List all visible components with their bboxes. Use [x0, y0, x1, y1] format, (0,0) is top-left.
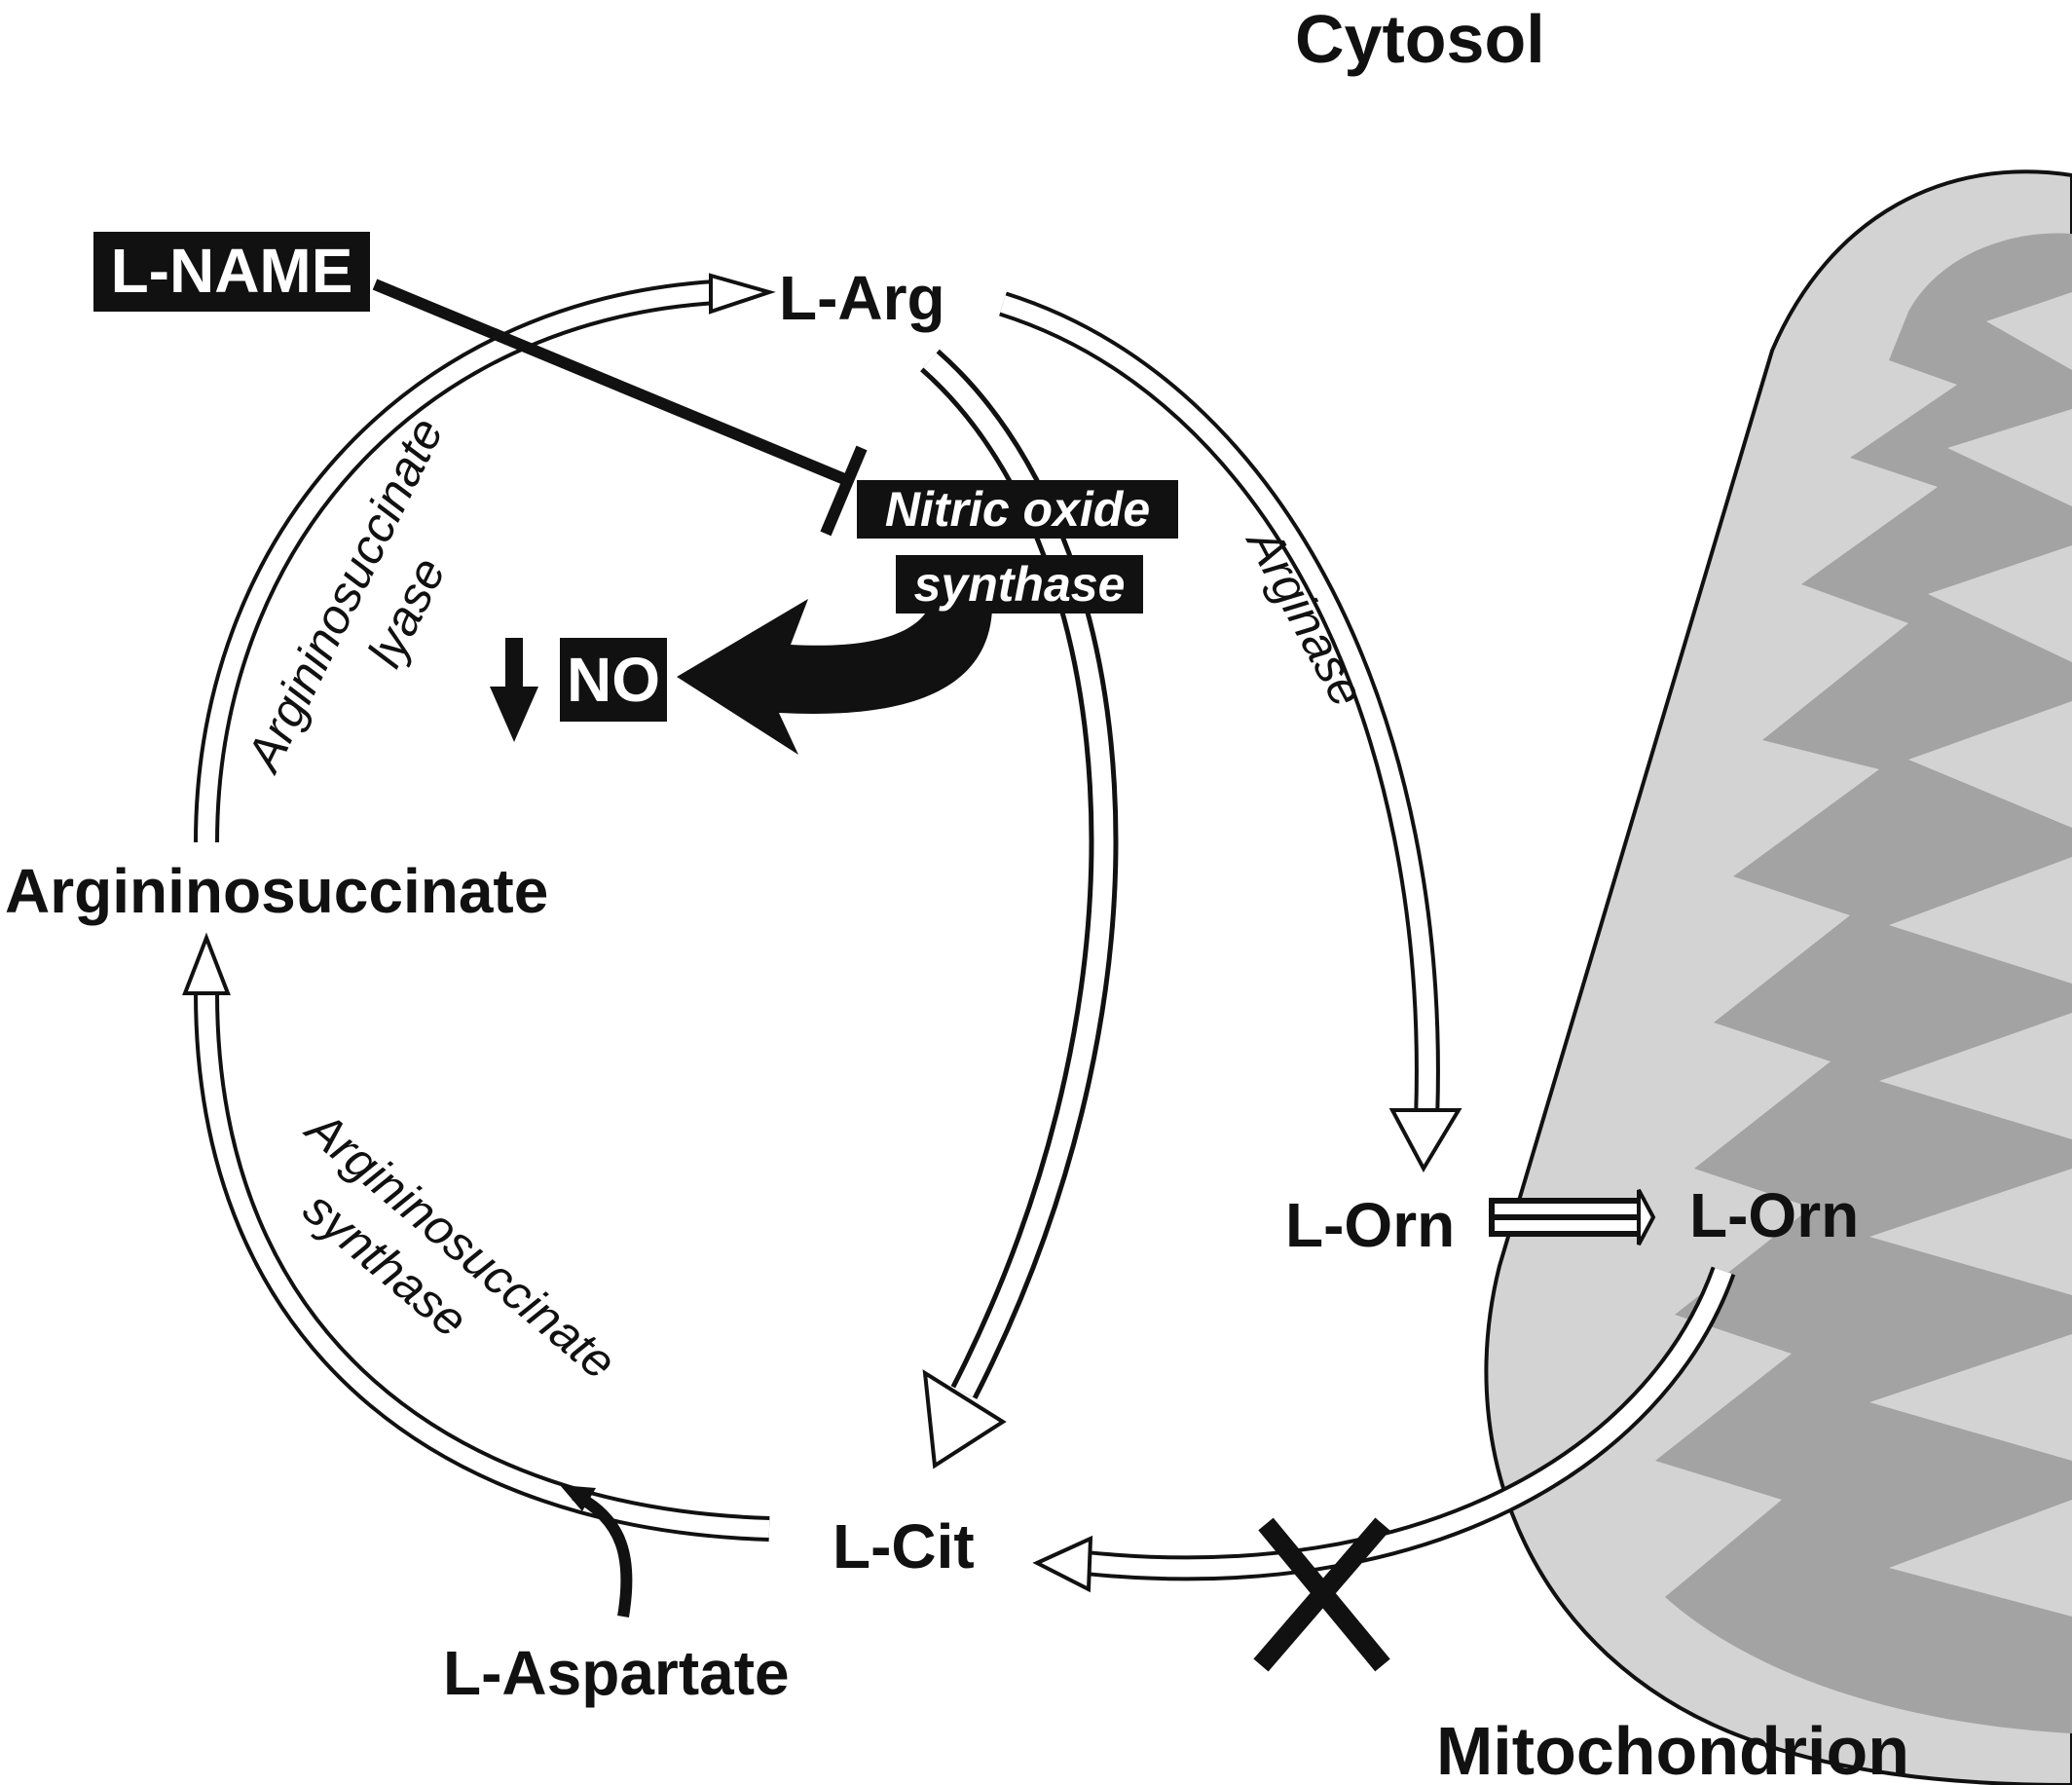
arrowhead	[560, 1485, 596, 1511]
cytosol-label: Cytosol	[1295, 1, 1545, 77]
arrowhead	[1388, 1108, 1462, 1173]
l-orn-mito-label: L-Orn	[1689, 1180, 1859, 1250]
arrow-nos-to-no	[677, 584, 993, 755]
l-orn-cytosol-label: L-Orn	[1285, 1190, 1455, 1260]
arrowhead	[1032, 1535, 1093, 1593]
arrow-arg-to-cit	[920, 349, 1119, 1469]
no-label-box: NO	[560, 638, 667, 722]
arrow-orn-to-cit	[1032, 1266, 1736, 1593]
mitochondrion	[1484, 169, 2072, 1785]
nos-label-line1: Nitric oxide	[885, 482, 1150, 537]
l-cit-label: L-Cit	[832, 1511, 975, 1581]
ass-label: Argininosuccinate synthase	[293, 1099, 626, 1391]
arrow-aspartate-input	[560, 1485, 633, 1618]
lname-label: L-NAME	[111, 236, 353, 306]
arrowhead	[922, 1369, 1007, 1469]
arrow-orn-transport	[1489, 1189, 1656, 1246]
argininosuccinate-label: Argininosuccinate	[5, 856, 548, 926]
asl-label: Argininosuccinate lyase	[235, 410, 456, 782]
arrowhead	[182, 932, 231, 995]
blocked-x-icon	[1253, 1517, 1390, 1672]
nos-label-line2: synthase	[914, 557, 1126, 612]
lname-label-box: L-NAME	[93, 232, 370, 312]
lname-inhibition	[372, 279, 868, 537]
no-label: NO	[567, 645, 660, 715]
nos-label-box: Nitric oxide synthase	[857, 480, 1178, 614]
l-aspartate-label: L-Aspartate	[443, 1638, 790, 1708]
mitochondrion-cristae	[1655, 233, 2072, 1734]
arrowhead	[709, 273, 776, 315]
arrow-argininosuccinate-to-arg	[194, 273, 776, 843]
mitochondrion-label: Mitochondrion	[1436, 1713, 1909, 1785]
arrow-cit-to-argininosuccinate	[182, 932, 770, 1542]
decrease-arrow-icon	[490, 638, 538, 742]
l-arg-label: L-Arg	[779, 263, 945, 333]
arrow-arg-to-orn	[999, 291, 1462, 1173]
